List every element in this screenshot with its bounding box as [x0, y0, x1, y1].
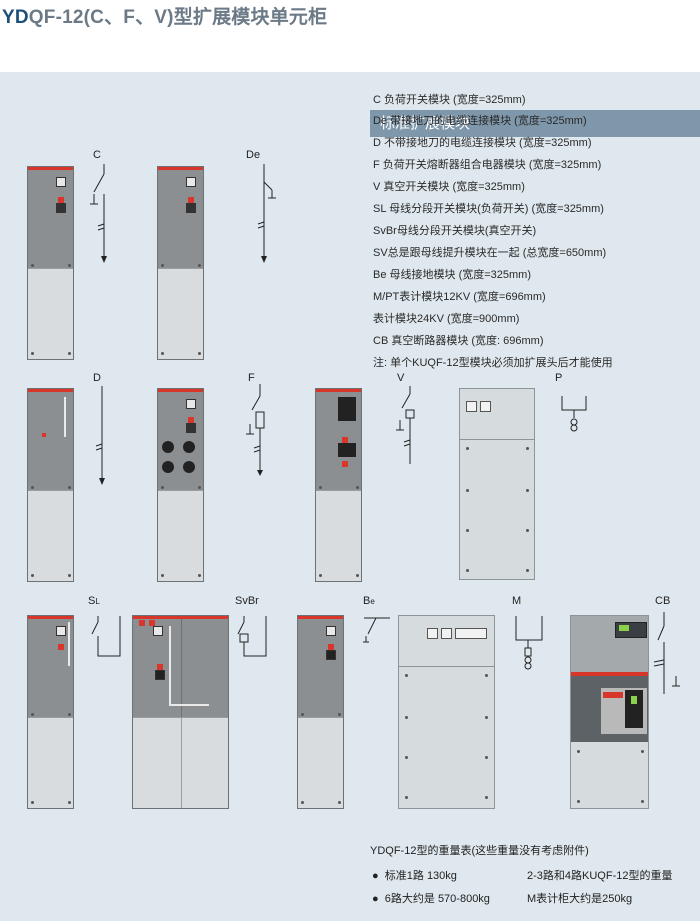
weights-row1-right: 2-3路和4路KUQF-12型的重量 [527, 870, 673, 882]
page-title: YDQF-12(C、F、V)型扩展模块单元柜 [2, 2, 327, 29]
schematic-de [257, 164, 276, 263]
spec-c: C 负荷开关模块 (宽度=325mm) [373, 94, 526, 106]
schematic-m [515, 616, 543, 670]
schematic-p [561, 396, 587, 432]
label-d: D [93, 372, 101, 384]
label-be-sub: e [370, 597, 375, 606]
cabinet-svbr [132, 615, 229, 809]
cabinet-d [27, 388, 74, 582]
spec-d: D 不带接地刀的电缆连接模块 (宽度=325mm) [373, 137, 592, 149]
bullet-icon: ● [372, 870, 385, 882]
spec-v: V 真空开关模块 (宽度=325mm) [373, 181, 525, 193]
label-p: P [555, 372, 563, 384]
cabinet-be [297, 615, 344, 809]
label-m: M [512, 595, 522, 607]
cabinet-c [27, 166, 74, 360]
spec-mpt-24kv: 表计模块24KV (宽度=900mm) [373, 313, 520, 325]
spec-be: Be 母线接地模块 (宽度=325mm) [373, 269, 531, 281]
weights-row1-left-text: 标准1路 130kg [384, 870, 457, 882]
schematic-cb [653, 612, 680, 694]
schematic-svbr [237, 616, 267, 657]
weights-title: YDQF-12型的重量表(这些重量没有考虑附件) [370, 845, 589, 857]
title-rest: QF-12(C、F、V)型扩展模块单元柜 [28, 7, 328, 28]
schematic-sl [91, 616, 121, 657]
label-be-main: B [363, 595, 371, 607]
cabinet-m [398, 615, 495, 809]
label-sl-main: S [88, 595, 96, 607]
cabinet-f [157, 388, 204, 582]
spec-sv-note: SV总是跟母线提升模块在一起 (总宽度=650mm) [373, 247, 607, 259]
label-be: Be [363, 595, 375, 607]
label-f: F [248, 372, 255, 384]
label-c: C [93, 149, 101, 161]
label-svbr: SvBr [235, 595, 259, 607]
label-sl: SL [88, 595, 100, 607]
cabinet-sl [27, 615, 74, 809]
spec-svbr: SvBr母线分段开关模块(真空开关) [373, 225, 537, 237]
schematic-d [95, 386, 105, 485]
weights-row2-left-text: 6路大约是 570-800kg [384, 893, 490, 905]
content-panel: 标准扩展模块 C 负荷开关模块 (宽度=325mm) De 带接地刀的电缆连接模… [0, 72, 700, 921]
cabinet-de [157, 166, 204, 360]
schematic-v [396, 386, 415, 464]
spec-f: F 负荷开关熔断器组合电器模块 (宽度=325mm) [373, 159, 602, 171]
title-brand: YD [2, 7, 29, 28]
spec-de: De 带接地刀的电缆连接模块 (宽度=325mm) [373, 115, 587, 127]
schematic-c [90, 164, 107, 263]
schematic-be [363, 617, 390, 643]
cabinet-p [459, 388, 535, 580]
weights-row2-left: ● 6路大约是 570-800kg [372, 890, 490, 906]
bullet-icon: ● [372, 893, 385, 905]
label-cb: CB [655, 595, 671, 607]
weights-row1-left: ● 标准1路 130kg [372, 867, 457, 883]
label-de: De [246, 149, 261, 161]
section-header: 标准扩展模块 [370, 110, 700, 137]
label-v: V [397, 372, 405, 384]
label-sl-sub: L [95, 597, 100, 606]
cabinet-v [315, 388, 362, 582]
schematic-f [246, 384, 265, 476]
weights-row2-right: M表计柜大约是250kg [527, 893, 633, 905]
spec-cb: CB 真空断路器模块 (宽度: 696mm) [373, 335, 544, 347]
cabinet-cb [570, 615, 649, 809]
spec-note: 注: 单个KUQF-12型模块必须加扩展头后才能使用 [373, 357, 613, 369]
spec-sl: SL 母线分段开关模块(负荷开关) (宽度=325mm) [373, 203, 604, 215]
spec-mpt-12kv: M/PT表计模块12KV (宽度=696mm) [373, 291, 546, 303]
